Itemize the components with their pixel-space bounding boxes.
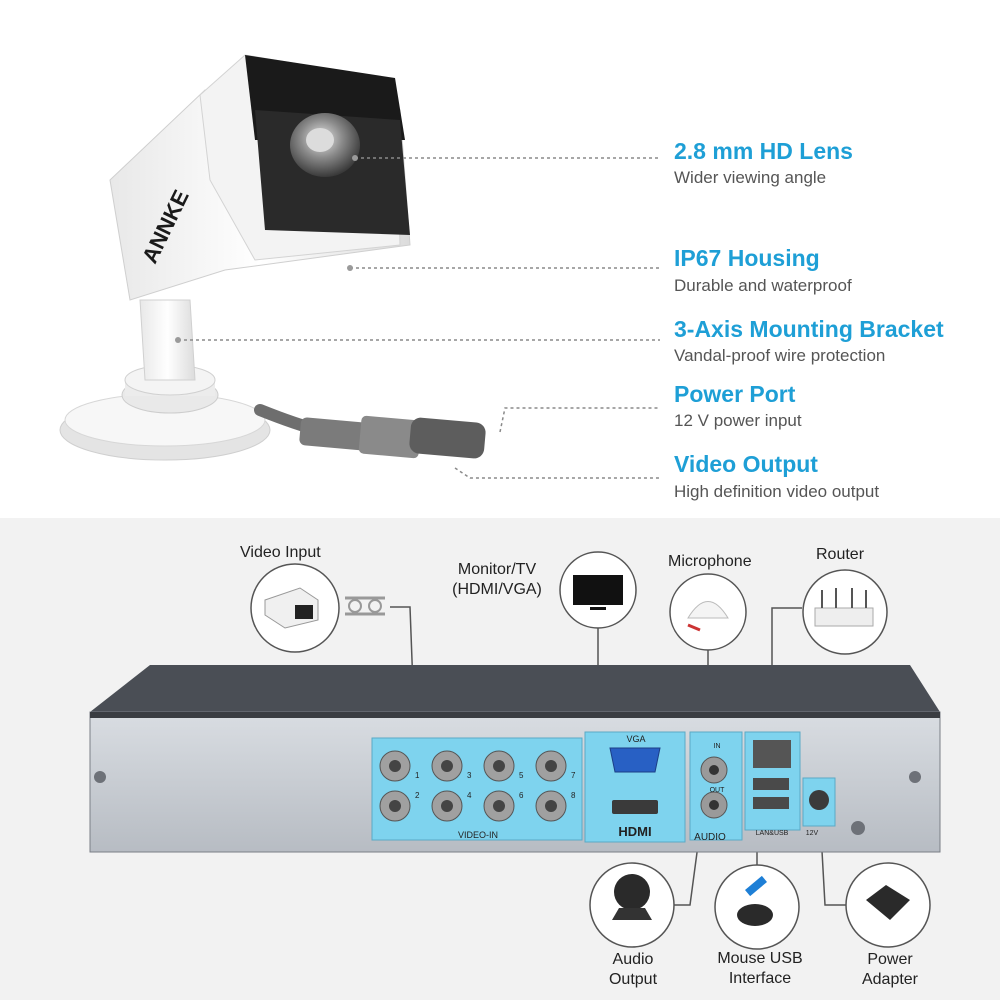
bnc-port-center — [441, 800, 453, 812]
bullet-camera — [59, 54, 486, 461]
audio-output-circle — [589, 862, 675, 948]
lan-port — [753, 740, 791, 768]
bnc-port-center — [493, 760, 505, 772]
bnc-port-center — [545, 760, 557, 772]
label-mouse-usb: Mouse USB Interface — [712, 949, 808, 989]
hdmi-label: HDMI — [618, 824, 651, 839]
feature-title-video-output: Video Output — [674, 451, 818, 477]
label-microphone: Microphone — [668, 553, 752, 570]
audio-in-label: IN — [714, 743, 721, 750]
hdmi-port — [612, 800, 658, 814]
feature-title-lens: 2.8 mm HD Lens — [674, 138, 853, 164]
vga-port — [609, 747, 661, 773]
feature-subtitle-bracket: Vandal-proof wire protection — [674, 346, 886, 365]
channel-number: 2 — [415, 791, 420, 800]
feature-subtitle-power-port: 12 V power input — [674, 411, 802, 430]
cable-icon — [345, 596, 385, 616]
video-in-label: VIDEO-IN — [458, 830, 498, 840]
feature-subtitle-lens: Wider viewing angle — [674, 168, 827, 187]
usb-port-2 — [753, 797, 789, 809]
dc-label: 12V — [806, 830, 819, 837]
feature-subtitle-video-output: High definition video output — [674, 482, 880, 501]
label-audio-output-line1: Audio — [612, 951, 654, 968]
channel-number: 1 — [415, 771, 420, 780]
bnc-port-center — [389, 800, 401, 812]
bnc-port-center — [389, 760, 401, 772]
power-adapter-circle — [845, 862, 931, 948]
router-circle — [802, 569, 888, 655]
bnc-ports: 1 2 3 4 5 6 7 8 — [379, 750, 576, 822]
channel-number: 6 — [519, 791, 524, 800]
label-power-adapter: Power Adapter — [852, 950, 928, 990]
video-input-circle — [250, 563, 340, 653]
dvr-top — [90, 665, 940, 712]
label-monitor-line1: Monitor/TV — [457, 561, 537, 578]
bnc-port-center — [545, 800, 557, 812]
audio-out-label: OUT — [710, 787, 726, 794]
audio-label: AUDIO — [694, 832, 726, 843]
monitor-circle — [559, 551, 637, 629]
feature-title-housing: IP67 Housing — [674, 245, 820, 271]
label-power-line1: Power — [867, 951, 913, 968]
label-mouse-line2: Interface — [728, 970, 792, 987]
feature-title-power-port: Power Port — [674, 381, 796, 407]
usb-port-1 — [753, 778, 789, 790]
label-router: Router — [816, 546, 865, 563]
bnc-port-center — [441, 760, 453, 772]
feature-subtitle-housing: Durable and waterproof — [674, 276, 852, 295]
bnc-port-center — [493, 800, 505, 812]
mouse-circle — [714, 864, 800, 950]
label-monitor-line2: (HDMI/VGA) — [452, 581, 542, 598]
label-monitor: Monitor/TV (HDMI/VGA) — [447, 560, 547, 600]
channel-number: 8 — [571, 791, 576, 800]
label-audio-output-line2: Output — [608, 971, 658, 988]
channel-number: 4 — [467, 791, 472, 800]
feature-leader-lines — [178, 157, 660, 479]
label-audio-output: Audio Output — [598, 950, 668, 990]
audio-panel — [689, 731, 743, 841]
label-power-line2: Adapter — [861, 971, 919, 988]
channel-number: 7 — [571, 771, 576, 780]
lan-usb-label: LAN&USB — [756, 830, 789, 837]
channel-number: 3 — [467, 771, 472, 780]
label-video-input: Video Input — [240, 544, 321, 561]
vga-label: VGA — [626, 734, 645, 744]
channel-number: 5 — [519, 771, 524, 780]
feature-title-bracket: 3-Axis Mounting Bracket — [674, 316, 944, 342]
microphone-circle — [669, 573, 747, 651]
label-mouse-line1: Mouse USB — [717, 950, 803, 967]
